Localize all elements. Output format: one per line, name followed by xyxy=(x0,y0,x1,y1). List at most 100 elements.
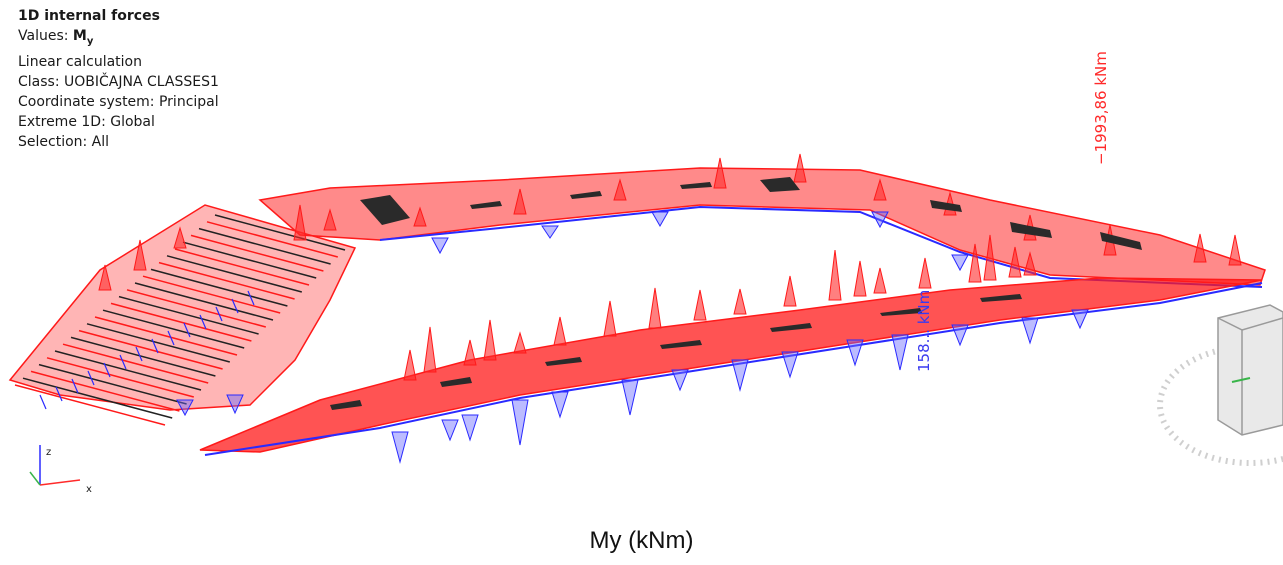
calculation-type: Linear calculation xyxy=(18,53,142,70)
deck-member-negative xyxy=(231,298,239,314)
deck-member xyxy=(158,261,295,300)
values-prefix: Values: xyxy=(18,28,73,44)
values-subscript: y xyxy=(86,35,94,47)
positive-peak xyxy=(133,239,147,271)
negative-moment-peaks xyxy=(176,211,1089,464)
negative-peak xyxy=(511,399,529,446)
extreme-type: Extreme 1D: Global xyxy=(18,113,155,130)
result-info-panel: 1D internal forces Values: My Linear cal… xyxy=(18,6,219,152)
deck-member xyxy=(62,343,209,384)
deck-member xyxy=(14,384,166,426)
deck-member xyxy=(38,363,187,405)
deck-member xyxy=(30,370,180,412)
panel-title: 1D internal forces xyxy=(18,8,160,24)
positive-peak xyxy=(553,316,567,346)
deck-member xyxy=(190,234,324,272)
deck-member-negative xyxy=(55,386,63,402)
negative-peak xyxy=(671,369,689,392)
deck-member-negative xyxy=(135,346,143,362)
positive-peak xyxy=(918,257,932,289)
positive-peak xyxy=(463,339,477,366)
selection: Selection: All xyxy=(18,133,110,150)
deck-member-negative xyxy=(39,394,47,410)
positive-peak xyxy=(828,249,842,301)
positive-peak xyxy=(873,178,887,201)
load-class: Class: UOBIČAJNA CLASSES1 xyxy=(18,73,219,90)
negative-peak xyxy=(441,419,459,442)
negative-peak xyxy=(176,399,194,417)
deck-member xyxy=(174,248,310,286)
deck-member xyxy=(46,357,194,398)
deck-member-negative xyxy=(151,338,159,354)
deck-member xyxy=(86,323,230,363)
z-axis-label: z xyxy=(46,447,51,458)
negative-peak xyxy=(891,334,909,371)
positive-peak xyxy=(483,319,497,361)
deck-member xyxy=(102,309,245,349)
deck-member xyxy=(22,377,173,419)
negative-peak xyxy=(431,237,449,255)
negative-peak xyxy=(541,225,559,239)
positive-peak xyxy=(713,157,727,189)
deck-member xyxy=(78,329,223,370)
deck-member-negative xyxy=(199,314,207,330)
values-line: Values: My xyxy=(18,26,219,52)
internal-forces-diagram: z x xyxy=(8,153,1283,495)
positive-peak xyxy=(693,289,707,321)
positive-peak xyxy=(1193,233,1207,263)
positive-peak xyxy=(98,264,112,291)
deck-member-negative xyxy=(119,354,127,370)
values-symbol: M xyxy=(72,28,87,44)
deck-member-negative xyxy=(183,322,191,338)
deck-member xyxy=(198,227,331,265)
front-deck xyxy=(199,277,1263,456)
deck-member xyxy=(142,275,281,314)
deck-member xyxy=(150,268,288,307)
deck-member xyxy=(214,214,346,251)
positive-peak xyxy=(293,204,307,241)
deck-member xyxy=(166,255,302,293)
positive-peak xyxy=(403,349,417,381)
negative-peak xyxy=(651,211,669,228)
positive-peak xyxy=(513,188,527,215)
negative-peak xyxy=(846,339,864,367)
deck-member-negative xyxy=(71,378,79,394)
deck-member xyxy=(118,295,259,335)
positive-peak xyxy=(968,243,982,283)
x-axis-label: x xyxy=(86,484,92,495)
positive-peak xyxy=(983,234,997,281)
deck-member xyxy=(70,336,216,377)
negative-peak xyxy=(871,211,889,229)
min-extreme-label: 158... kNm xyxy=(915,289,933,372)
negative-peak xyxy=(621,379,639,416)
positive-peak xyxy=(783,275,797,307)
back-deck xyxy=(258,167,1266,288)
deck-member xyxy=(54,350,202,391)
positive-peak xyxy=(853,260,867,297)
deck-member xyxy=(182,241,317,279)
max-extreme-label: −1993,86 kNm xyxy=(1092,51,1110,165)
deck-member xyxy=(94,316,238,356)
positive-peak xyxy=(648,287,662,329)
deck-member-negative xyxy=(87,370,95,386)
negative-peak xyxy=(951,324,969,347)
view-cube[interactable] xyxy=(1157,304,1283,466)
deck-member-negative xyxy=(215,306,223,322)
positive-peak xyxy=(1228,234,1242,266)
positive-peak xyxy=(323,208,337,231)
deck-member-negative xyxy=(167,330,175,346)
negative-peak xyxy=(731,359,749,392)
negative-peak xyxy=(1071,309,1089,330)
positive-peak xyxy=(513,331,527,354)
positive-peak xyxy=(603,300,617,337)
coordinate-system: Coordinate system: Principal xyxy=(18,93,219,110)
structural-members xyxy=(330,177,1142,410)
negative-peak xyxy=(551,391,569,419)
3d-viewport[interactable]: z x 1D internal forces Values: My Linear… xyxy=(0,0,1283,520)
negative-peak xyxy=(781,351,799,379)
deck-member-negative xyxy=(103,362,111,378)
axis-triad: z x xyxy=(29,445,92,495)
positive-peak xyxy=(873,267,887,294)
left-deck-members xyxy=(14,214,346,426)
negative-peak xyxy=(951,254,969,272)
